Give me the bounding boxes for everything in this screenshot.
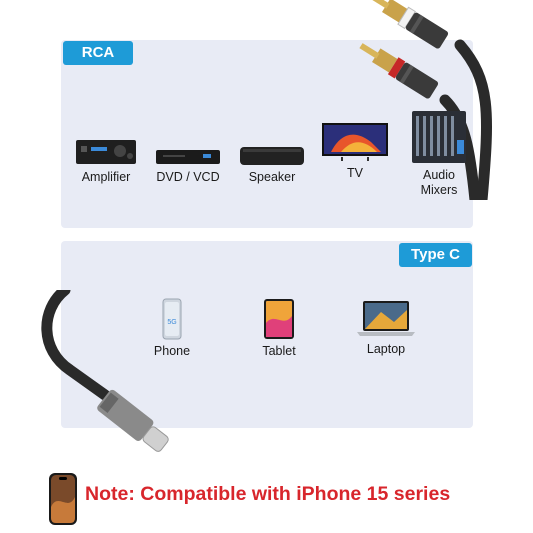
type-c-tag: Type C [399,243,472,267]
tv-icon [322,123,388,161]
iphone-icon [49,473,77,525]
speaker-icon [240,147,304,165]
device-label: Speaker [248,170,296,184]
compatibility-note: Note: Compatible with iPhone 15 series [85,483,451,505]
svg-text:5G: 5G [167,319,176,326]
device-phone: 5G Phone [144,298,200,359]
dvd-player-icon [156,150,220,164]
device-label: Amplifier [81,170,131,184]
audio-mixer-icon [412,111,466,163]
amplifier-icon [76,140,136,164]
device-label: Tablet [262,344,296,358]
device-amplifier: Amplifier [72,138,140,185]
phone-icon: 5G [162,298,182,340]
device-label: TV [347,166,363,180]
type-c-cable-icon [41,290,169,452]
device-label: Laptop [366,342,406,356]
device-label: DVD / VCD [156,170,220,184]
device-label: Phone [153,344,191,358]
device-tablet: Tablet [251,298,307,359]
device-dvd: DVD / VCD [148,147,228,185]
device-audio-mixer: Audio Mixers [408,110,470,198]
device-tv: TV [318,122,392,181]
device-laptop: Laptop [349,300,423,357]
tablet-icon [264,299,294,339]
laptop-icon [357,301,415,336]
device-label: Audio Mixers [420,168,458,197]
rca-tag: RCA [63,41,133,65]
rca-cable-icon [359,0,492,200]
device-speaker: Speaker [233,145,311,185]
